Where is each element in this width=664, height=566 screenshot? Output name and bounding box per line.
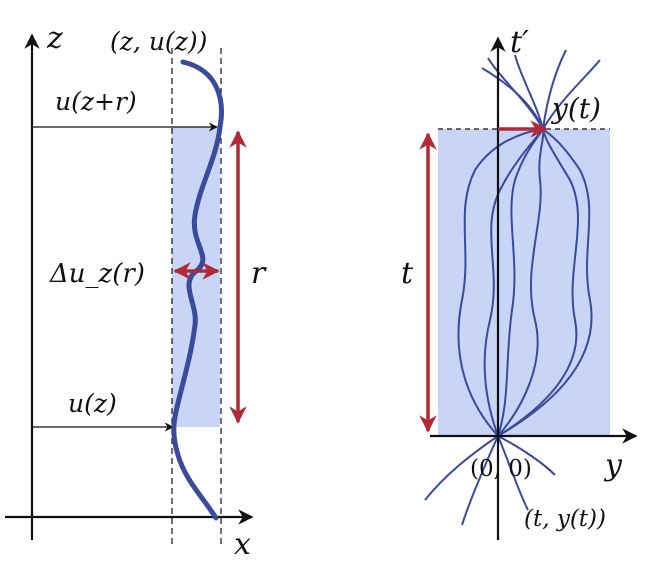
profile-curve — [171, 59, 224, 521]
increment-shaded-region — [172, 127, 220, 427]
path-4 — [497, 59, 601, 437]
random-paths — [424, 49, 601, 526]
path-label: (t, y(t)) — [524, 506, 606, 532]
path-1 — [457, 49, 567, 437]
origin-label: (0, 0) — [470, 456, 532, 482]
path-9 — [497, 435, 529, 511]
endpoint-label: y(t) — [550, 92, 601, 125]
path-3 — [487, 57, 545, 437]
x-axis-label: x — [234, 527, 251, 562]
path-5 — [497, 54, 593, 437]
delta-u-label: Δu_z(r) — [49, 259, 145, 289]
path-2 — [481, 67, 545, 437]
path-7 — [424, 435, 499, 501]
t-duration-label: t — [401, 256, 414, 291]
r-label: r — [251, 256, 267, 291]
path-8 — [461, 435, 499, 526]
left-panel: z x (z, u(z)) u(z+r) Δu_z(r) r u(z) — [5, 21, 267, 562]
t-prime-axis-label: t′ — [510, 25, 529, 60]
u-z-plus-r-label: u(z+r) — [55, 87, 137, 116]
right-panel: t′ y y(t) t (0, 0) (t, y(t)) — [401, 25, 638, 540]
top-point-label: (z, u(z)) — [110, 27, 207, 56]
path-10 — [497, 435, 556, 476]
u-z-label: u(z) — [68, 389, 117, 418]
path-6 — [497, 128, 544, 437]
z-axis-label: z — [46, 21, 63, 56]
y-axis-label: y — [603, 448, 623, 483]
